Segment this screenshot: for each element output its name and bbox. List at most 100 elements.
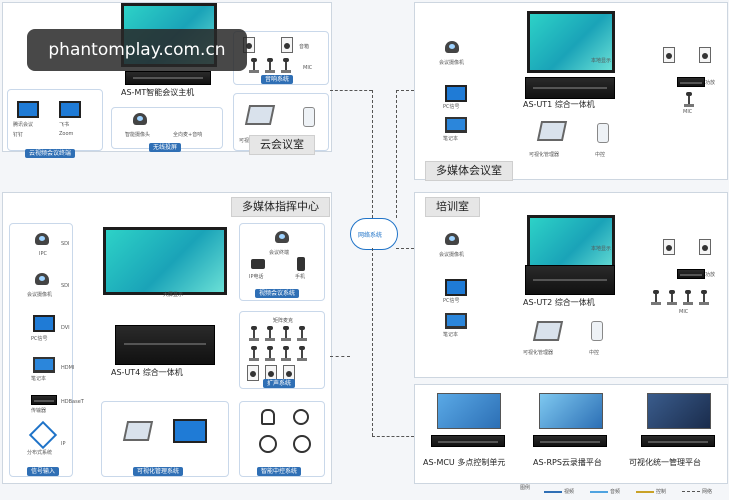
speaker-icon [281,37,293,53]
monitor-icon [17,101,39,118]
panel-system-tag: 可视化管理系统 [133,467,184,476]
mcu-label: AS-MCU 多点控制单元 [423,458,506,467]
bulb-icon [261,409,275,425]
conference-camera-icon [35,273,49,285]
legend-video: 视频 [564,489,575,495]
mic-system-tag: 扩声系统 [263,379,296,388]
mm-remote-icon [597,123,609,143]
panel-tablet-icon [122,421,154,441]
training-room-title: 培训室 [425,197,480,217]
mm-display-label: 本地显示 [591,58,612,64]
port-ip: IP [61,441,66,447]
mm-amp-icon [677,77,705,87]
speaker-icon [247,365,259,381]
mic-icon [667,290,677,305]
rps-label: AS-RPS云录播平台 [533,458,602,467]
network-link [330,90,372,91]
speaker-icon [699,47,711,63]
platform-label: 可视化统一管理平台 [629,458,701,467]
command-center-title: 多媒体指挥中心 [231,197,330,217]
ut4-label: AS-UT4 综合一体机 [111,368,183,377]
speaker-icon [663,47,675,63]
tr-panel-icon [532,321,564,341]
network-link [372,248,373,436]
mic-icon [297,326,307,341]
speaker-label: 音箱 [299,44,310,50]
multimedia-room-panel: 本地显示 AS-UT1 综合一体机 会议摄像机 PC信号 笔记本 可视化管理器 … [414,2,728,181]
panel-tablet-icon [244,105,276,125]
big-screen-label: 大屏显示 [163,292,184,298]
app-zoom: Zoom [59,131,74,137]
hdbaset-label: 传输器 [31,408,47,414]
smart-camera-label: 智能摄像头 [125,132,151,138]
ut1-label: AS-UT1 综合一体机 [523,100,595,109]
network-link [396,90,414,91]
command-center-panel: 多媒体指挥中心 IPC 会议摄像机 PC信号 笔记本 传输器 分布式系统 信号输… [2,192,332,484]
mic-icon [281,346,291,361]
mic-icon [684,92,694,107]
mm-panel-label: 可视化管理器 [529,152,560,158]
app-dingtalk: 钉钉 [13,132,24,138]
ut2-label: AS-UT2 综合一体机 [523,298,595,307]
training-room-panel: 培训室 本地显示 AS-UT2 综合一体机 会议摄像机 PC信号 笔记本 可视化… [414,192,728,378]
mm-pc-label: PC信号 [443,104,460,110]
mm-remote-label: 中控 [595,152,606,158]
power-icon [293,435,311,453]
network-cloud-icon [350,218,398,250]
central-control-tag: 智能中控系统 [257,467,302,476]
network-link [396,248,414,249]
ut4-rack [115,325,215,365]
cam-label: 会议摄像机 [27,292,53,298]
panel-monitor-icon [173,419,207,443]
mic-icon [281,326,291,341]
mm-pc-icon [445,85,467,102]
ut2-rack [525,265,615,295]
port-sdi: SDI [61,241,70,247]
mobile-icon [297,257,305,271]
network-label: 网络系统 [358,232,383,239]
port-hdbaset: HDBaseT [61,399,84,405]
apps-tag: 云视频会议终端 [25,149,76,158]
mcu-software-icon [437,393,501,429]
legend-title: 图例 [520,485,531,491]
mic-icon [699,290,709,305]
port-hdmi: HDMI [61,365,75,371]
mic-label: MIC [303,65,313,71]
video-conf-tag: 视频会议系统 [255,289,300,298]
hdbaset-icon [31,395,57,405]
mm-mic-label: MIC [683,109,693,115]
mic-icon [265,58,275,73]
network-link [372,90,373,218]
ipc-camera-icon [35,233,49,245]
fan-icon [293,409,309,425]
legend-control: 控制 [656,489,667,495]
ip-phone-icon [251,259,265,269]
mic-icon [297,346,307,361]
central-control-box [239,401,325,477]
mic-icon [281,58,291,73]
cloud-meeting-title: 云会议室 [249,135,315,155]
cloud-host-rack [125,71,211,85]
inputs-box [9,223,73,477]
tr-mic-label: MIC [679,309,689,315]
speaker-icon [699,239,711,255]
platform-software-icon [647,393,711,429]
multimedia-room-title: 多媒体会议室 [425,161,513,181]
cloud-host-label: AS-MT智能会议主机 [121,88,195,97]
speaker-icon [663,239,675,255]
mic-icon [265,326,275,341]
mobile-label: 手机 [295,274,306,280]
pc-label: PC信号 [31,336,48,342]
smart-camera-icon [133,113,147,125]
tr-laptop-label: 笔记本 [443,332,459,338]
mm-camera-icon [445,41,459,53]
omni-label: 全向麦+音响 [173,132,203,138]
mic-icon [249,326,259,341]
mic-icon [265,346,275,361]
mic-icon [683,290,693,305]
socket-icon [259,435,277,453]
mm-display [527,11,615,73]
laptop-icon [33,357,55,373]
legend-swatch-network [682,491,700,492]
port-sdi: SDI [61,283,70,289]
